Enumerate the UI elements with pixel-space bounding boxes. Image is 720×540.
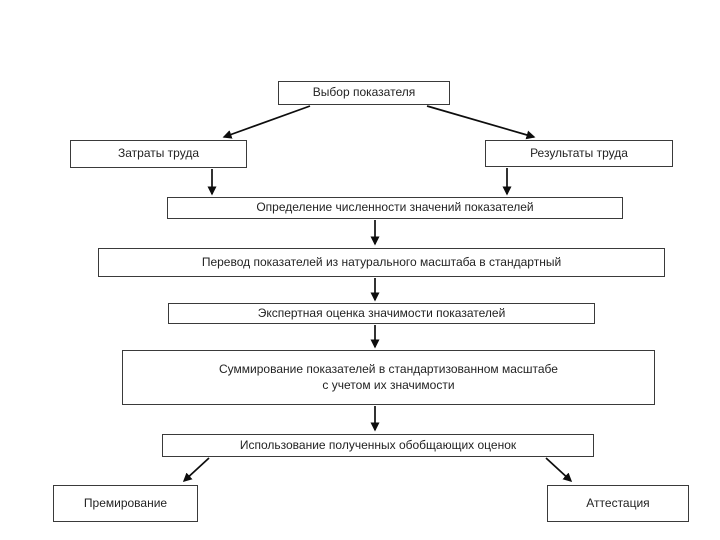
node-labor-costs-label: Затраты труда	[117, 146, 199, 161]
node-determine-values-count: Определение численности значений показат…	[167, 197, 623, 219]
arrow-usage-to-bonus	[182, 457, 210, 483]
node-attestation-label: Аттестация	[586, 495, 650, 510]
arrow-selection-to-labor-costs	[222, 105, 311, 139]
arrow-selection-to-labor-results	[426, 105, 536, 140]
node-bonus-label: Премирование	[83, 495, 168, 510]
node-summation-label: Суммирование показателей в стандартизова…	[219, 361, 558, 392]
node-labor-results: Результаты труда	[485, 140, 673, 167]
node-summation: Суммирование показателей в стандартизова…	[122, 350, 655, 405]
node-labor-results-label: Результаты труда	[530, 145, 628, 160]
node-use-of-scores: Использование полученных обобщающих оцен…	[162, 434, 594, 457]
node-attestation: Аттестация	[547, 485, 689, 522]
node-expert-assessment-label: Экспертная оценка значимости показателей	[257, 305, 506, 320]
node-scale-conversion-label: Перевод показателей из натурального масш…	[201, 254, 562, 269]
node-scale-conversion: Перевод показателей из натурального масш…	[98, 248, 665, 277]
node-labor-costs: Затраты труда	[70, 140, 247, 168]
node-use-of-scores-label: Использование полученных обобщающих оцен…	[239, 437, 517, 452]
arrow-usage-to-attestation	[545, 457, 573, 483]
node-expert-assessment: Экспертная оценка значимости показателей	[168, 303, 595, 324]
node-bonus: Премирование	[53, 485, 198, 522]
node-indicator-selection-label: Выбор показателя	[312, 85, 416, 100]
node-determine-values-count-label: Определение численности значений показат…	[256, 200, 534, 215]
node-indicator-selection: Выбор показателя	[278, 81, 450, 105]
